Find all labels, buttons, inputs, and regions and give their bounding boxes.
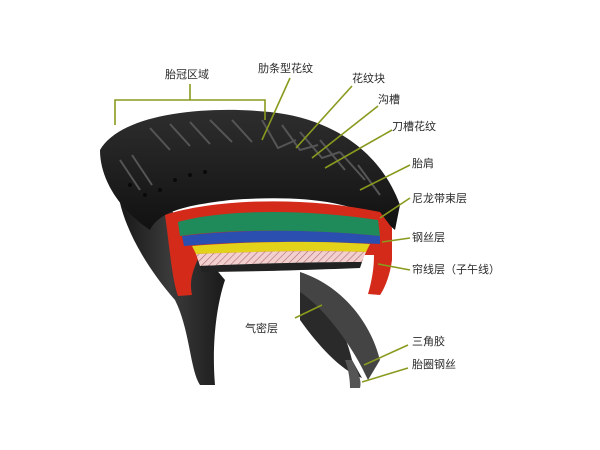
label-tread-block: 花纹块 [352,71,385,85]
leader-lines [261,77,411,383]
label-crown-area: 胎冠区域 [165,67,209,81]
blue-layer [182,230,380,246]
label-shoulder: 胎肩 [412,156,434,170]
label-ply-radial: 帘线层（子午线） [412,262,500,276]
inner-liner-edge [200,262,362,272]
tread-sipes [128,170,207,197]
label-inner-liner: 气密层 [245,321,278,335]
green-layer [178,211,380,236]
inner-sidewall-shade [300,272,380,380]
label-sipe-tread: 刀槽花纹 [392,119,436,133]
label-bead-wire: 胎圈钢丝 [412,357,456,371]
bead-area [345,360,361,388]
tread-body [100,109,400,230]
label-rib-tread: 肋条型花纹 [258,61,313,75]
ply-layer [196,251,366,266]
yellow-layer [192,241,370,254]
label-bead-filler: 三角胶 [412,334,445,348]
label-nylon-belt: 尼龙带束层 [412,192,467,205]
label-steel-belt: 钢丝层 [412,231,445,244]
label-groove: 沟槽 [378,93,400,106]
crown-bracket [114,84,266,125]
